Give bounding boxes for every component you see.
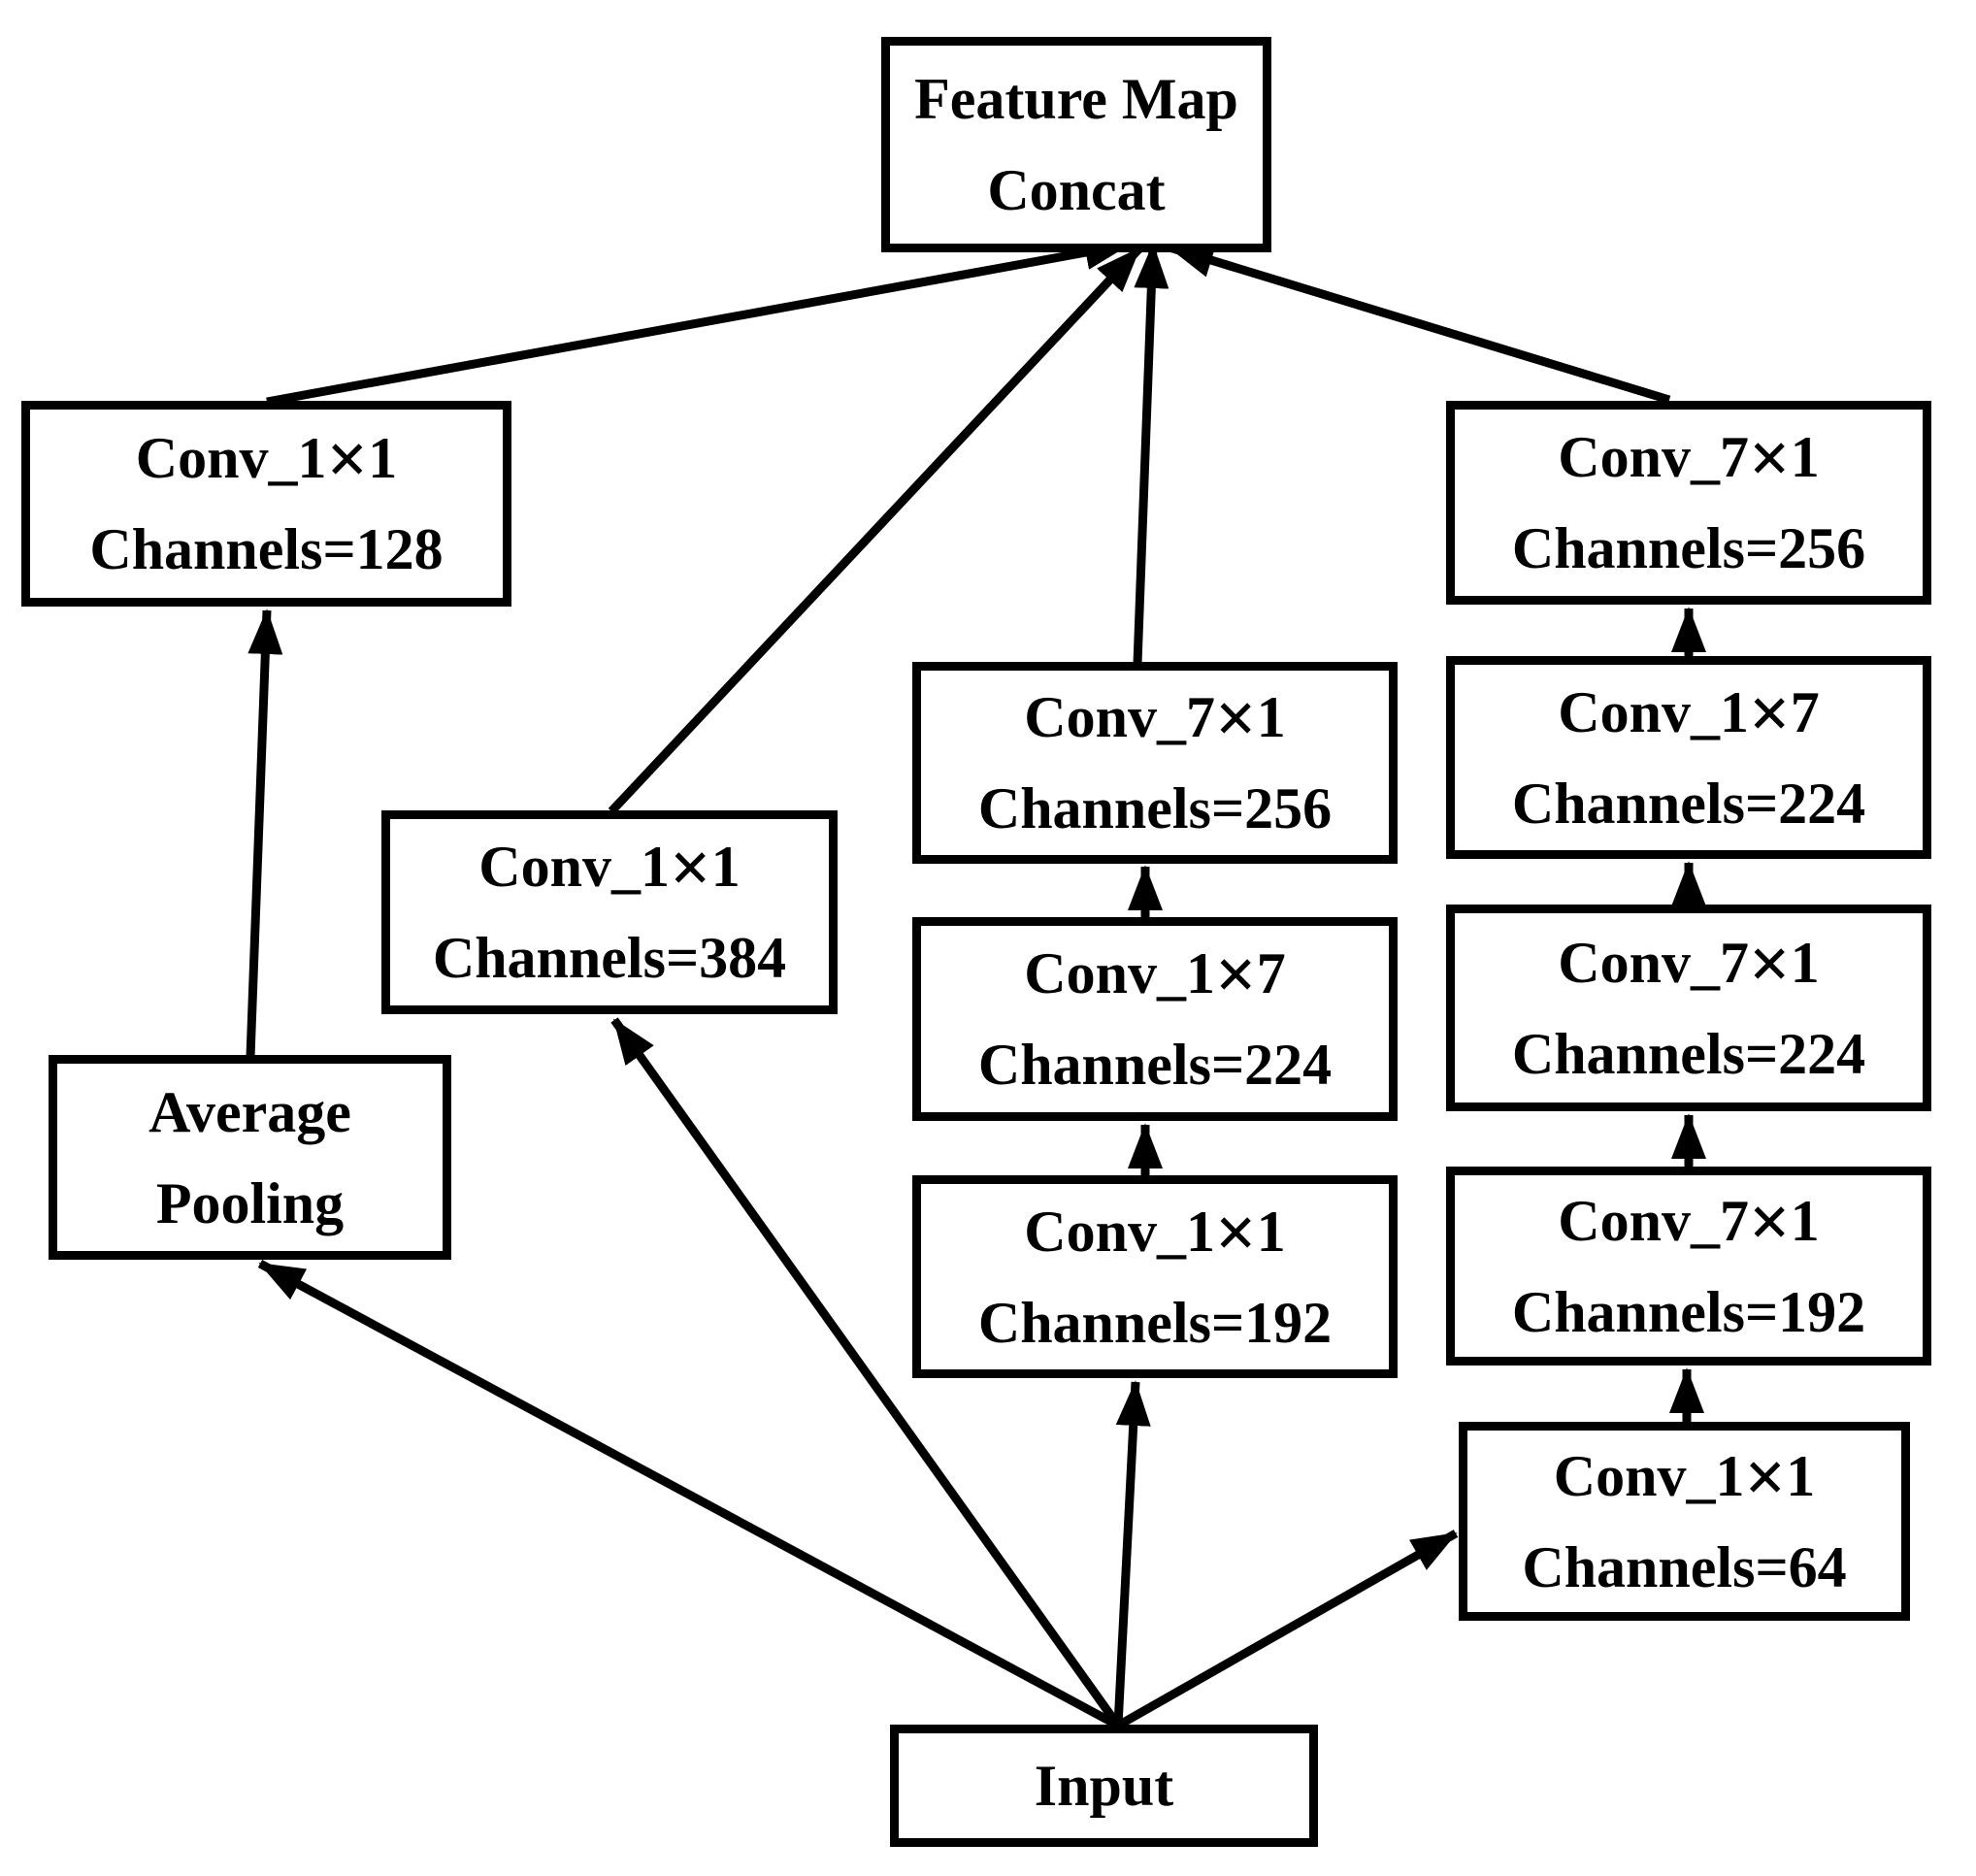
multiplication-sign: × bbox=[1748, 923, 1791, 1004]
edge-right-conv-7x1-256-to-feature-map-concat bbox=[1168, 243, 1671, 405]
edge-input-to-mid-conv-1x1-192 bbox=[1113, 1380, 1151, 1727]
node-label-line: Average bbox=[148, 1079, 351, 1144]
edge-input-to-right-conv-1x1-64 bbox=[1115, 1530, 1459, 1729]
multiplication-sign: × bbox=[669, 828, 711, 908]
multiplication-sign: × bbox=[326, 419, 369, 500]
node-label-line: Conv_7×1 bbox=[1558, 418, 1820, 499]
node-label-line: Conv_1×7 bbox=[1558, 673, 1820, 754]
multiplication-sign: × bbox=[1748, 673, 1791, 754]
node-label-line: Feature Map bbox=[914, 67, 1238, 131]
edge-average-pooling-to-conv-1x1-128 bbox=[246, 609, 283, 1058]
multiplication-sign: × bbox=[1214, 935, 1257, 1015]
edge-input-to-conv-1x1-384 bbox=[610, 1017, 1122, 1728]
node-label-line: Conv_1×7 bbox=[1024, 935, 1286, 1015]
node-label-line: Channels=224 bbox=[1511, 1021, 1866, 1086]
node-label-line: Conv_1×1 bbox=[135, 419, 398, 500]
node-label-line: Channels=224 bbox=[1511, 771, 1866, 836]
node-label-line: Channels=384 bbox=[432, 926, 787, 990]
node-label-line: Channels=192 bbox=[977, 1290, 1333, 1355]
edge-conv-1x1-128-to-feature-map-concat bbox=[266, 235, 1131, 407]
edge-input-to-average-pooling bbox=[257, 1260, 1121, 1729]
multiplication-sign: × bbox=[1748, 418, 1791, 499]
multiplication-sign: × bbox=[1214, 678, 1257, 759]
node-label-line: Conv_1×1 bbox=[1553, 1436, 1816, 1518]
edge-conv-1x1-384-to-feature-map-concat bbox=[608, 245, 1143, 815]
node-label-line: Conv_7×1 bbox=[1024, 678, 1286, 759]
node-label-line: Conv_1×1 bbox=[478, 828, 741, 908]
multiplication-sign: × bbox=[1744, 1436, 1787, 1518]
multiplication-sign: × bbox=[1748, 1181, 1791, 1263]
node-label-line: Channels=128 bbox=[89, 517, 444, 581]
node-label-line: Conv_7×1 bbox=[1558, 1181, 1820, 1263]
node-label-line: Concat bbox=[987, 158, 1166, 222]
node-input: Input bbox=[890, 1725, 1318, 1847]
node-label-line: Input bbox=[1034, 1754, 1174, 1818]
node-label-line: Channels=64 bbox=[1522, 1534, 1847, 1599]
node-label-line: Conv_7×1 bbox=[1558, 923, 1820, 1004]
node-label-line: Channels=256 bbox=[977, 776, 1333, 840]
node-label-line: Conv_1×1 bbox=[1024, 1192, 1286, 1273]
edge-mid-conv-7x1-256-to-feature-map-concat bbox=[1133, 243, 1169, 665]
node-label-line: Pooling bbox=[155, 1170, 345, 1235]
node-label-line: Channels=192 bbox=[1511, 1279, 1866, 1344]
node-label-line: Channels=224 bbox=[977, 1033, 1333, 1097]
multiplication-sign: × bbox=[1214, 1192, 1257, 1273]
node-label-line: Channels=256 bbox=[1511, 516, 1866, 580]
